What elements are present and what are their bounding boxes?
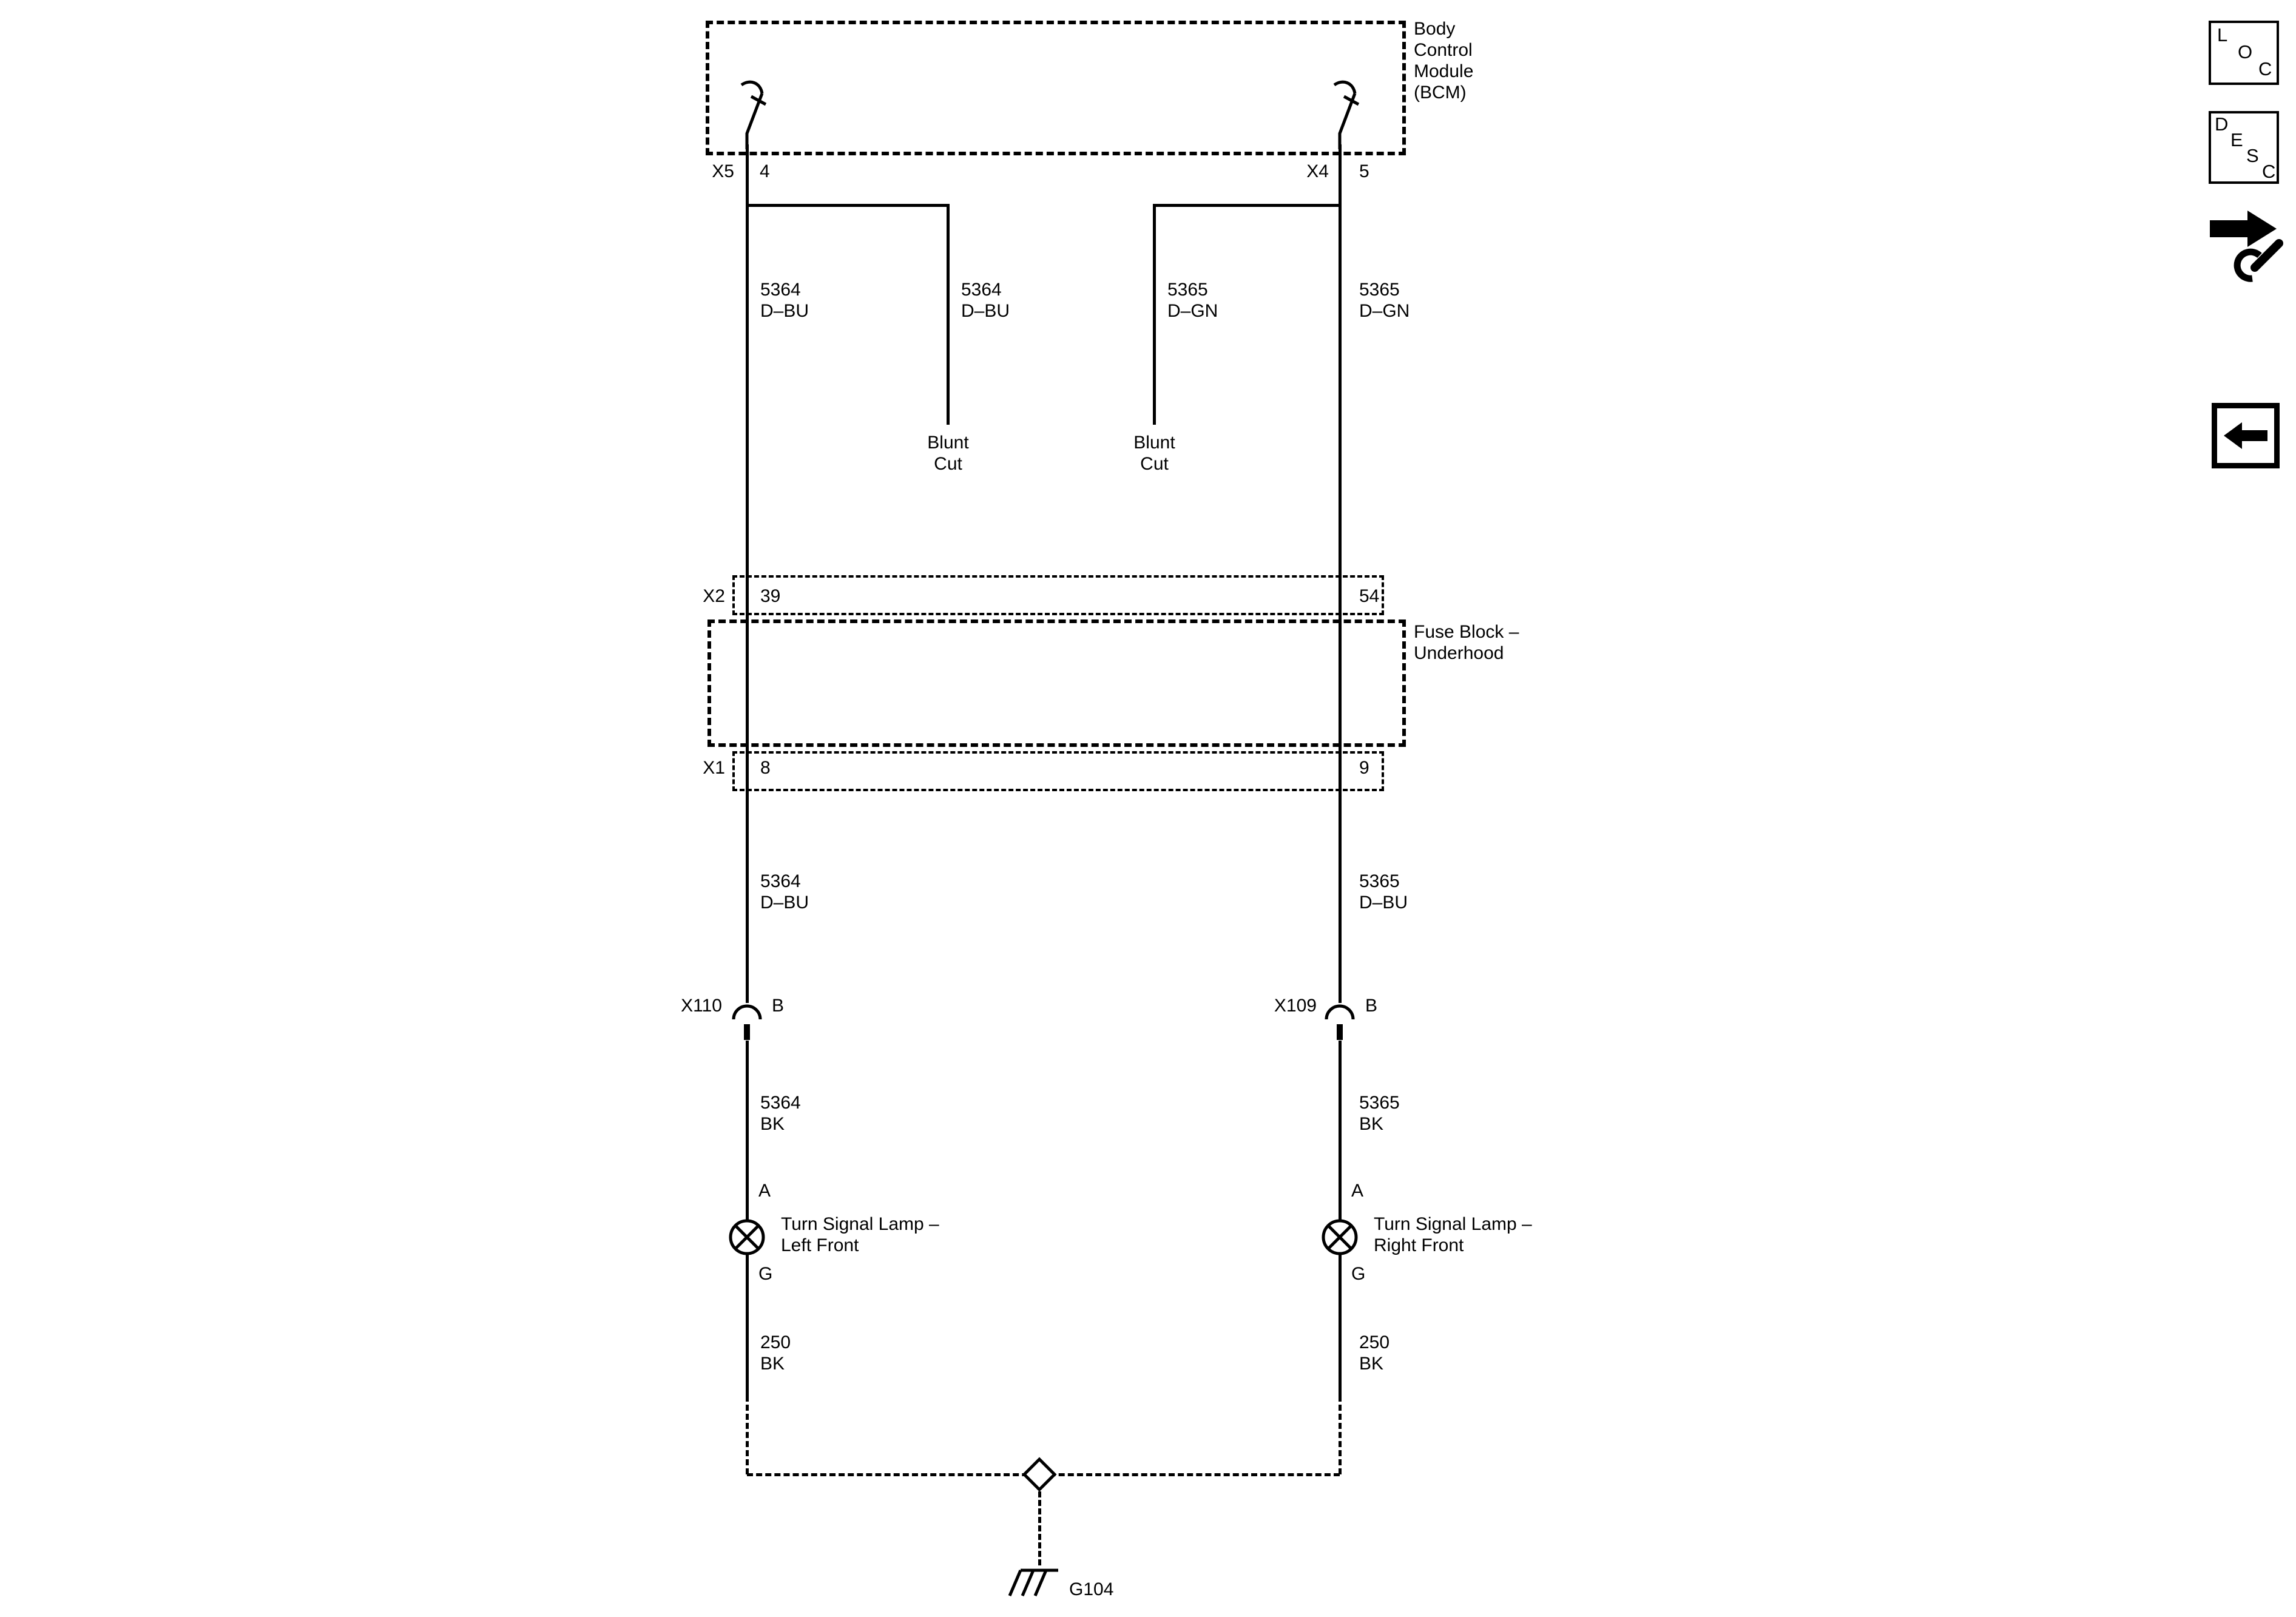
desc-letter-d: D [2215,113,2229,135]
desc-letter-e: E [2230,129,2243,150]
blunt-cut-right-label: Blunt Cut [1133,433,1175,474]
fuse-connector-top-pin-left: 39 [760,586,781,606]
inline-connector-right-name: X109 [1274,996,1317,1016]
lamp-left-pin-top: A [758,1181,771,1201]
ground-icon [1008,1568,1058,1596]
wire-label-bcm-right: 5365 D–GN [1359,280,1410,321]
wire-right-ground-dashed [1339,1396,1342,1474]
desc-letter-c: C [2262,161,2276,182]
wire-label-low-right: 5365 BK [1359,1093,1400,1134]
lamp-right-label: Turn Signal Lamp – Right Front [1374,1214,1532,1255]
wire-right-below-lamp [1339,1254,1342,1396]
wire-left-main [746,144,749,1003]
bcm-pin-right-icon [1333,80,1360,149]
wire-label-mid-left: 5364 D–BU [760,871,809,913]
loc-button[interactable]: L O C [2209,21,2279,85]
wire-label-gnd-left: 250 BK [760,1332,791,1374]
inline-connector-left-name: X110 [681,996,722,1016]
fuse-connector-bottom-pin-right: 9 [1359,758,1369,778]
desc-letter-s: S [2246,145,2259,166]
fuse-connector-x1-box [732,751,1384,791]
fuse-connector-bottom-name: X1 [703,758,725,778]
wire-label-bcm-left: 5364 D–BU [760,280,809,321]
lamp-right-icon [1322,1219,1358,1255]
wire-right-branch-h [1154,204,1340,207]
wire-label-low-left: 5364 BK [760,1093,801,1134]
repair-instructions-icon[interactable] [2203,203,2288,282]
bcm-connector-left-pin: 4 [760,161,770,181]
back-arrow-icon [2224,422,2267,449]
inline-connector-right-pin: B [1365,996,1378,1016]
loc-letter-l: L [2217,24,2228,46]
fuse-block-label: Fuse Block – Underhood [1414,622,1519,663]
wire-left-ground-dashed [746,1396,749,1474]
wire-left-below-lamp [746,1254,749,1396]
inline-connector-left-pin: B [772,996,785,1016]
fuse-connector-x2-box [732,575,1384,615]
wire-right-main [1339,144,1342,1003]
blunt-cut-left-label: Blunt Cut [927,433,969,474]
lamp-left-pin-bottom: G [758,1264,773,1284]
bcm-box [706,21,1406,155]
bcm-connector-right-pin: 5 [1359,161,1369,181]
wire-label-blunt-left: 5364 D–BU [961,280,1010,321]
wire-left-below-connector [746,1041,749,1221]
wire-right-below-connector [1339,1041,1342,1221]
inline-connector-right-icon [1325,1004,1355,1040]
bcm-label: Body Control Module (BCM) [1414,19,1474,103]
fuse-connector-bottom-pin-left: 8 [760,758,771,778]
bcm-connector-right-name: X4 [1306,161,1329,181]
lamp-left-label: Turn Signal Lamp – Left Front [781,1214,939,1255]
wire-ground-drop [1038,1491,1041,1565]
ground-label: G104 [1069,1579,1114,1599]
lamp-left-icon [729,1219,765,1255]
fuse-block-box [707,619,1406,747]
wire-label-gnd-right: 250 BK [1359,1332,1390,1374]
lamp-right-pin-bottom: G [1351,1264,1366,1284]
back-button[interactable] [2212,403,2280,468]
bcm-pin-left-icon [740,80,767,149]
splice-icon [1022,1457,1057,1492]
wire-left-branch-v [947,204,950,425]
bcm-connector-left-name: X5 [712,161,734,181]
wire-right-branch-v [1153,204,1156,425]
wire-label-blunt-right: 5365 D–GN [1167,280,1218,321]
desc-button[interactable]: D E S C [2209,111,2279,184]
loc-letter-c: C [2258,58,2272,79]
fuse-connector-top-pin-right: 54 [1359,586,1380,606]
wire-label-mid-right: 5365 D–BU [1359,871,1408,913]
inline-connector-left-icon [732,1004,762,1040]
lamp-right-pin-top: A [1351,1181,1364,1201]
wire-left-branch-h [747,204,948,207]
fuse-connector-top-name: X2 [703,586,725,606]
loc-letter-o: O [2238,41,2253,62]
